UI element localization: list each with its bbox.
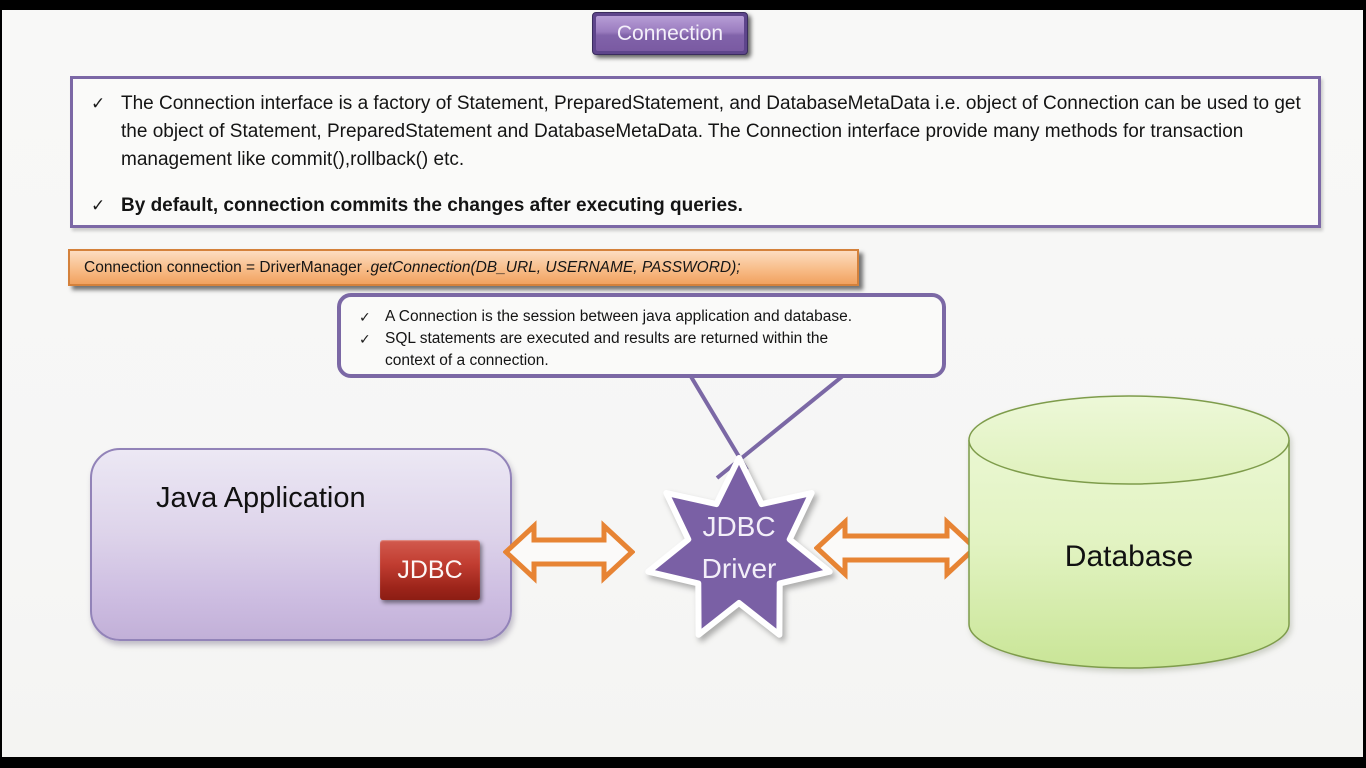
database-label: Database (1065, 540, 1193, 573)
connection-callout-bubble: ✓ A Connection is the session between ja… (337, 293, 946, 378)
letterbox-bottom-bar (0, 757, 1366, 768)
database-cylinder: Database (968, 395, 1290, 669)
connection-title-badge-face: Connection (596, 16, 744, 51)
checkmark-icon: ✓ (91, 196, 106, 215)
checkmark-icon: ✓ (91, 94, 106, 113)
cylinder-body (968, 440, 1290, 669)
callout-bullet-1: ✓ A Connection is the session between ja… (359, 306, 926, 328)
info-bullet-1: ✓ The Connection interface is a factory … (91, 90, 1304, 174)
jdbc-api-box: JDBC (380, 540, 480, 600)
page-title: Connection (616, 21, 724, 45)
callout-bullet-1-text: A Connection is the session between java… (385, 308, 853, 325)
callout-bullet-2-text: SQL statements are executed and results … (385, 330, 829, 369)
jdbc-driver-star: JDBC Driver (645, 455, 833, 638)
code-snippet-box: Connection connection = DriverManager .g… (68, 249, 859, 286)
jdbc-api-label: JDBC (397, 555, 463, 584)
cylinder-top (968, 395, 1290, 485)
arrow-java-to-driver (503, 520, 635, 584)
connection-info-box: ✓ The Connection interface is a factory … (70, 76, 1321, 228)
jdbc-driver-label-line2: Driver (702, 553, 777, 584)
jdbc-driver-label-line1: JDBC (702, 511, 775, 542)
letterbox-left-bar (0, 0, 2, 768)
checkmark-icon: ✓ (359, 309, 371, 325)
callout-bullet-2: ✓ SQL statements are executed and result… (359, 328, 926, 372)
star-shape (645, 455, 833, 638)
info-bullet-2-text: By default, connection commits the chang… (121, 195, 743, 216)
java-application-label: Java Application (156, 482, 366, 514)
info-bullet-2: ✓ By default, connection commits the cha… (91, 192, 1304, 220)
code-snippet-normal: Connection connection = DriverManager (84, 258, 367, 276)
checkmark-icon: ✓ (359, 331, 371, 347)
info-bullet-1-text: The Connection interface is a factory of… (121, 93, 1301, 170)
java-application-box: Java Application JDBC (90, 448, 512, 641)
connection-title-badge: Connection (592, 12, 748, 55)
letterbox-top-bar (0, 0, 1366, 10)
code-snippet-italic: .getConnection(DB_URL, USERNAME, PASSWOR… (366, 258, 741, 276)
letterbox-right-bar (1363, 0, 1366, 768)
